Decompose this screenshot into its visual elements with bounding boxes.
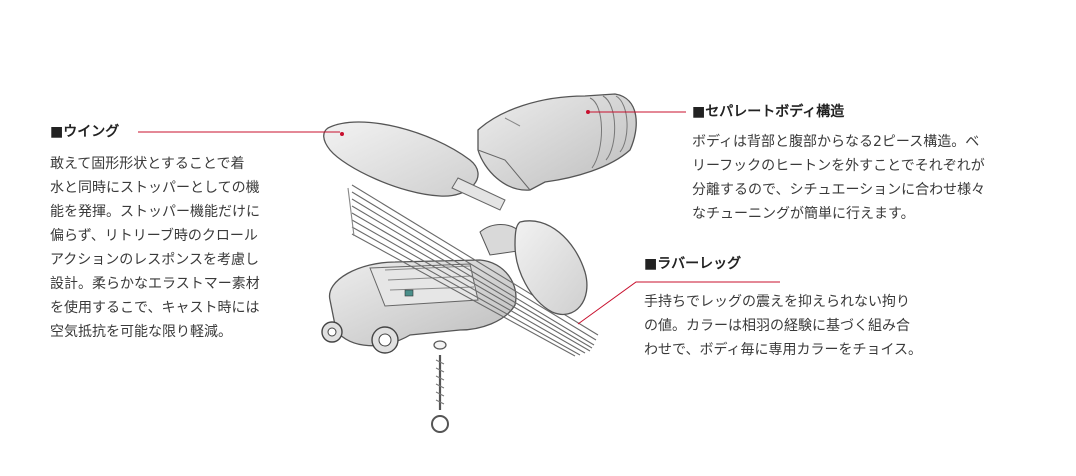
rubber-line: の値。カラーは相羽の経験に基づく組み合	[644, 314, 922, 338]
wing-heading: ■ウイング	[50, 122, 119, 142]
wing-line: を使用するこで、キャスト時には	[50, 296, 260, 320]
belly-body-part	[322, 225, 525, 354]
body-line: なチューニングが簡単に行えます。	[692, 202, 985, 226]
body-line: リーフックのヒートンを外すことでそれぞれが	[692, 154, 985, 178]
back-body-part	[478, 94, 636, 190]
wing-line: 偏らず、リトリーブ時のクロール	[50, 224, 260, 248]
wing-line: アクションのレスポンスを考慮し	[50, 248, 260, 272]
wing-line: 空気抵抗を可能な限り軽減。	[50, 320, 260, 344]
rubber-line: わせで、ボディ毎に専用カラーをチョイス。	[644, 338, 922, 362]
wing-line: 能を発揮。ストッパー機能だけに	[50, 200, 260, 224]
rubber-line: 手持ちでレッグの震えを抑えられない拘り	[644, 290, 922, 314]
wing-line: 敢えて固形形状とすることで着	[50, 152, 260, 176]
wing-line: 設計。柔らかなエラストマー素材	[50, 272, 260, 296]
body-line: ボディは背部と腹部からなる2ピース構造。ベ	[692, 130, 985, 154]
body-line: 分離するので、シチュエーションに合わせ様々	[692, 178, 985, 202]
rubber-description: 手持ちでレッグの震えを抑えられない拘り の値。カラーは相羽の経験に基づく組み合 …	[644, 290, 922, 362]
wing-description: 敢えて固形形状とすることで着 水と同時にストッパーとしての機 能を発揮。ストッパ…	[50, 152, 260, 344]
wing-line: 水と同時にストッパーとしての機	[50, 176, 260, 200]
screw-eye-part	[432, 341, 448, 432]
rubber-heading: ■ラバーレッグ	[644, 254, 741, 274]
body-description: ボディは背部と腹部からなる2ピース構造。ベ リーフックのヒートンを外すことでそれ…	[692, 130, 985, 226]
body-heading: ■セパレートボディ構造	[692, 102, 844, 122]
